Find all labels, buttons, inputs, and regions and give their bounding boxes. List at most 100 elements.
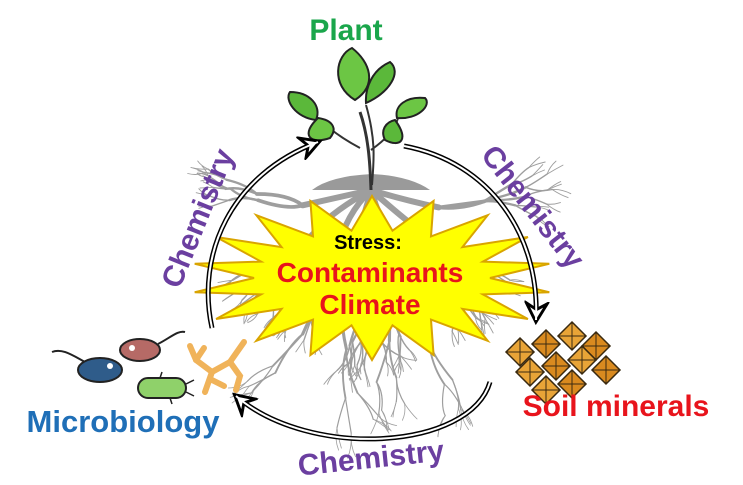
root-strand — [327, 369, 338, 385]
chemistry-label-bottom: Chemistry — [296, 434, 446, 480]
plant-label: Plant — [309, 14, 382, 47]
root-strand — [528, 156, 541, 169]
root-strand — [524, 196, 548, 205]
root-strand — [356, 364, 362, 381]
root-strand — [350, 361, 357, 377]
root-strand — [198, 205, 213, 207]
root-strand — [349, 364, 356, 381]
bacterium-red-icon — [119, 330, 186, 362]
root-strand — [460, 409, 469, 430]
root-strand — [372, 418, 392, 432]
stress-title: Stress: — [334, 232, 402, 254]
root-strand — [451, 330, 459, 345]
root-strand — [511, 166, 530, 185]
root-strand — [356, 341, 362, 366]
root-strand — [195, 192, 211, 197]
root-strand — [546, 160, 557, 175]
root-strand — [398, 357, 404, 373]
root-strand — [344, 397, 352, 434]
root-strand — [408, 349, 418, 361]
mineral-edge — [532, 330, 560, 358]
microbiology-label: Microbiology — [27, 404, 221, 439]
root-strand — [377, 414, 389, 432]
root-strand — [359, 360, 363, 375]
root-strand — [247, 313, 258, 324]
root-strand — [196, 173, 210, 179]
root-strand — [525, 186, 553, 192]
root-strand — [534, 205, 550, 208]
root-strand — [376, 381, 381, 414]
root-strand — [451, 330, 455, 347]
mineral-edge — [558, 322, 586, 350]
root-strand — [295, 339, 305, 353]
root-strand — [348, 344, 353, 374]
root-strand — [207, 168, 228, 181]
root-strand — [474, 315, 482, 331]
root-strand — [511, 175, 533, 185]
mineral-edge — [516, 358, 544, 386]
root-strand — [336, 344, 351, 371]
arrow-minerals-to-microbiology-inner — [235, 381, 491, 440]
root-strand — [474, 315, 485, 327]
root-strand — [255, 192, 305, 208]
root-strand — [484, 318, 486, 334]
mineral-edge — [506, 338, 534, 366]
root-strand — [535, 215, 550, 227]
arrow-plant-to-minerals-inner — [403, 145, 538, 321]
bacterium-blue-icon — [51, 349, 123, 383]
root-strand — [484, 318, 494, 334]
plant-icon — [287, 46, 428, 191]
root-strand — [385, 361, 395, 376]
root-strand — [345, 348, 359, 394]
root-strand — [546, 164, 564, 175]
root-strand — [336, 397, 347, 429]
root-strand — [192, 167, 209, 170]
root-strand — [488, 186, 527, 201]
root-strand — [272, 333, 304, 367]
root-strand — [443, 383, 462, 408]
root-strand — [212, 186, 232, 190]
root-strand — [388, 340, 398, 379]
root-strand — [402, 403, 406, 421]
root-strand — [451, 379, 460, 409]
root-strand — [197, 160, 209, 170]
root-strand — [436, 197, 492, 210]
root-strand — [392, 354, 400, 368]
root-strand — [528, 161, 546, 169]
root-strand — [246, 313, 258, 322]
root-strand — [514, 204, 537, 217]
root-strand — [545, 203, 561, 213]
microbe-icons — [51, 330, 247, 405]
bacterium-green-icon — [137, 371, 195, 405]
root-strand — [395, 377, 398, 403]
root-strand — [551, 188, 572, 195]
stress-line-climate: Climate — [319, 289, 420, 320]
soil-minerals-icon — [504, 320, 622, 406]
root-strand — [190, 166, 205, 173]
mineral-edge — [592, 356, 620, 384]
root-strand — [202, 181, 214, 188]
root-strand — [547, 183, 562, 191]
root-strand — [375, 340, 391, 383]
root-strand — [253, 365, 274, 391]
root-strand — [531, 169, 545, 177]
root-strand — [303, 339, 306, 354]
root-strand — [356, 392, 374, 420]
root-strand — [398, 332, 410, 351]
root-strand — [361, 360, 367, 375]
mineral-edge — [542, 352, 570, 380]
root-strand — [199, 186, 214, 189]
root-strand — [400, 355, 412, 370]
root-strand — [364, 369, 369, 388]
root-strand — [348, 341, 362, 361]
root-strand — [211, 199, 231, 207]
mineral-edge — [558, 370, 586, 398]
root-strand — [392, 401, 397, 418]
root-strand — [299, 187, 374, 209]
root-strand — [475, 317, 490, 325]
root-strand — [347, 432, 352, 459]
root-strand — [441, 383, 446, 417]
fungal-hyphae-icon — [187, 339, 247, 395]
root-strand — [256, 198, 305, 209]
